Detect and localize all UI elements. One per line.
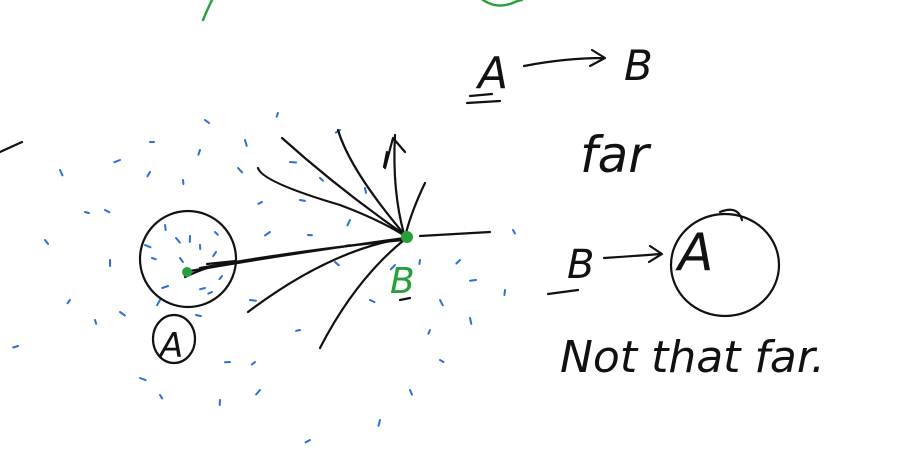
label-a-circle [151,313,197,365]
label-b: B [390,261,415,302]
blue-dot [237,167,244,174]
blue-dot [212,251,217,258]
blue-dot [275,112,279,118]
blue-dot [113,159,121,164]
note1-underline [465,92,502,105]
blue-dot [104,209,111,214]
blue-dot [427,329,431,335]
blue-dot [439,359,445,363]
blue-dot [369,299,376,304]
blue-dot [218,275,223,281]
partial-green-stroke-right [481,0,524,7]
blue-dot [469,279,477,282]
blue-dot [156,299,161,307]
note1-from: A [475,48,508,99]
blue-dot [84,211,90,214]
blue-dot [195,314,202,318]
blue-dot-field [12,112,516,444]
blue-dot [164,224,167,231]
partial-green-stroke-left [201,0,214,22]
blue-dot [334,261,340,267]
blue-dot [207,291,213,295]
blue-dot [250,361,256,366]
trajectory-line [198,238,405,270]
blue-dot [197,149,201,156]
label-a: A [158,326,183,366]
partial-black-stroke-left [0,140,24,154]
note2-underline [546,288,580,296]
blue-dot [179,257,184,264]
blue-dot [94,319,98,325]
blue-dot [66,299,71,305]
blue-dot [512,229,516,235]
trajectory-line [418,230,492,238]
note2-arrow [602,244,664,264]
arrow-head [383,136,407,170]
trajectory-line [393,133,406,236]
blue-dot [204,119,210,124]
blue-dot [249,299,257,302]
blue-dot [161,285,169,289]
note2-to: A [675,223,714,283]
blue-dot [364,187,367,194]
blue-dot [389,264,396,271]
arrow-head [382,150,389,169]
blue-dot [469,317,473,325]
trajectory-line [318,238,406,350]
note1-to: B [624,41,653,90]
blue-dot [144,244,152,249]
blue-dot [503,289,506,296]
blue-dot [304,439,311,444]
blue-dot [264,231,271,237]
blue-dot [175,237,181,244]
trajectory-line [256,166,407,238]
blue-dot [255,389,261,396]
blue-dot [289,161,297,164]
blue-dot [346,219,351,227]
note2-words: Not that far. [560,332,825,383]
trajectory-line [246,236,407,314]
note2-circle-tail [718,208,744,222]
node-a-dot [182,267,192,277]
blue-dot [139,377,147,382]
blue-dot [418,259,421,265]
blue-dot [244,139,248,147]
blue-dot [44,239,50,245]
note2-from: B [567,242,594,288]
blue-dot [455,259,461,265]
blue-dot [146,171,151,178]
note1-word: far [580,126,652,184]
trajectory-line [336,128,406,236]
label-b-tick [398,296,412,302]
region-a-circle [138,209,238,309]
blue-dot [299,199,306,202]
note2-big-circle [669,212,781,318]
blue-dot [159,394,164,400]
blue-dot [12,345,19,349]
blue-dot [377,419,381,427]
trajectory-line [280,136,407,237]
blue-dot [257,201,263,205]
blue-dot [119,311,126,317]
blue-dot [199,287,206,291]
blue-dot [59,169,64,177]
blue-dot [409,389,413,396]
node-b-dot [401,231,413,243]
blue-dot [319,177,324,182]
blue-dot [295,329,301,332]
note1-arrow [522,48,607,68]
trajectory-lines [183,128,492,350]
blue-dot [439,299,444,307]
blue-dot [151,257,157,261]
trajectory-line [404,181,427,235]
blue-dot [214,231,219,236]
